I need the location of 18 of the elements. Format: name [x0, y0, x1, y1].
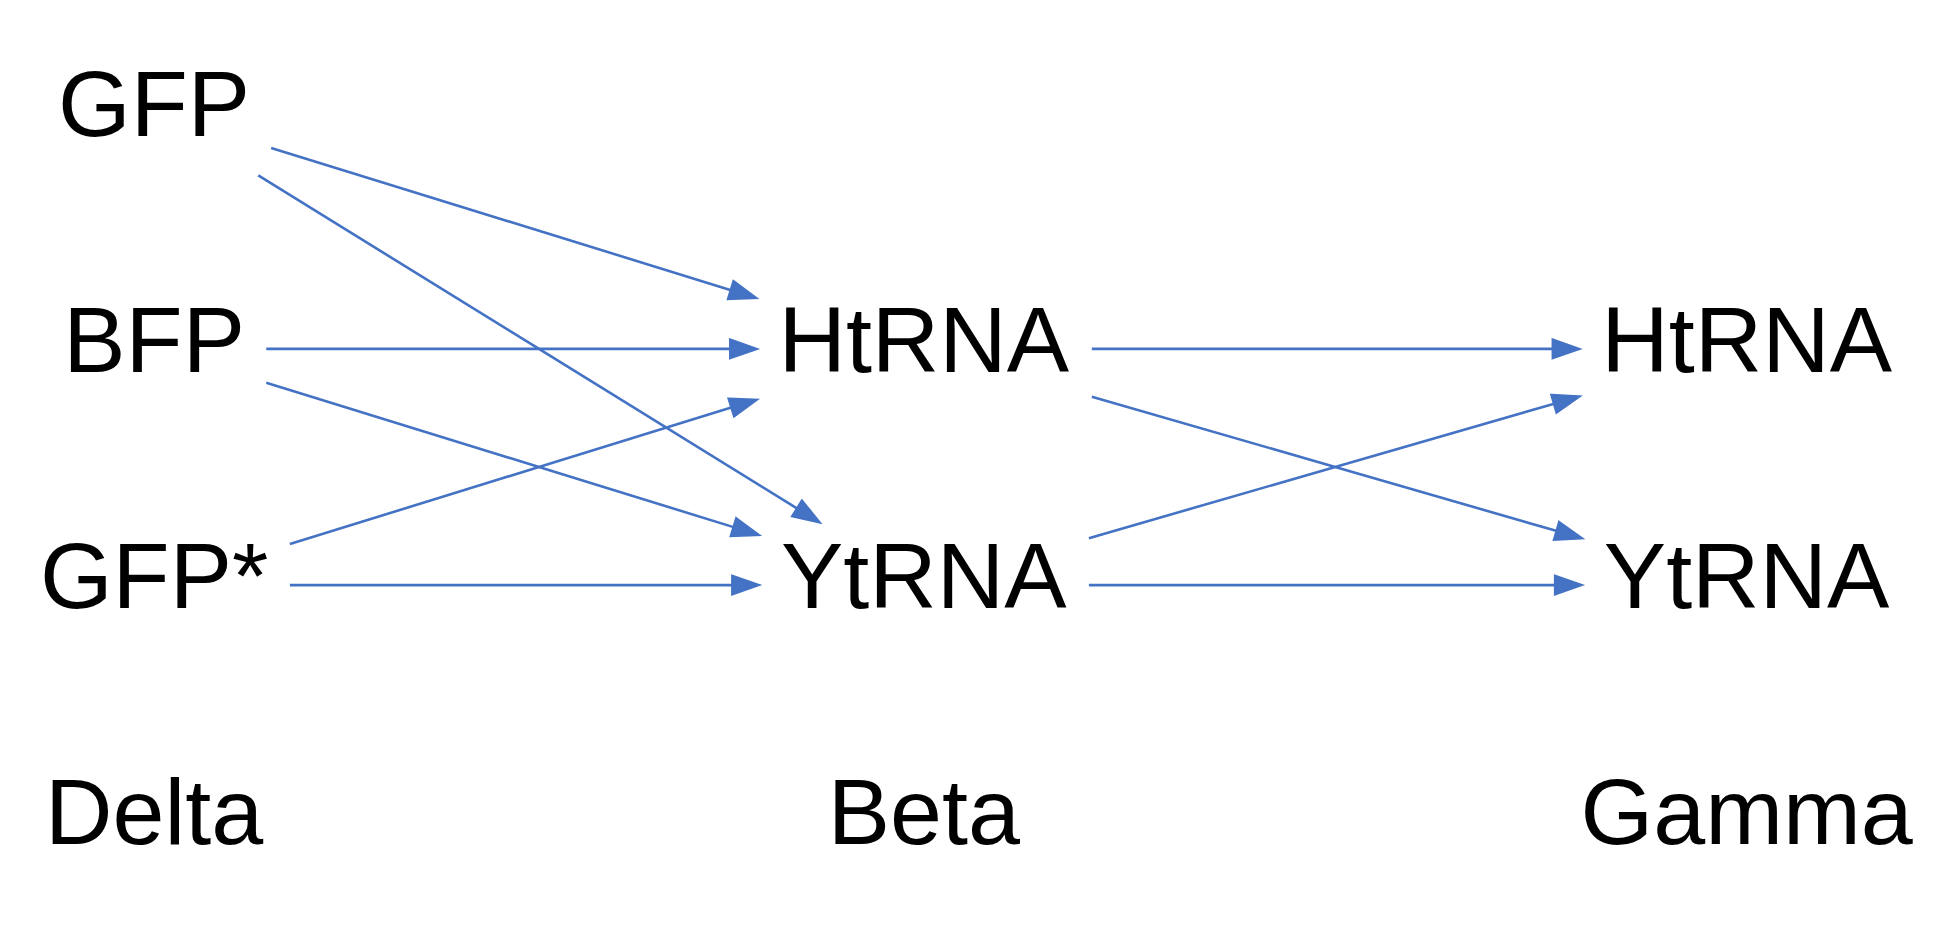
node-text: GFP	[58, 50, 251, 156]
arrow	[265, 381, 763, 538]
node-text: GFP*	[39, 522, 269, 628]
node-text: YtRNA	[781, 522, 1067, 628]
arrow	[1088, 574, 1586, 597]
label: Beta	[827, 759, 1020, 865]
node-text: YtRNA	[1603, 522, 1890, 628]
arrow	[1091, 337, 1583, 360]
node-text: HtRNA	[1601, 286, 1892, 392]
node-text: HtRNA	[778, 286, 1070, 392]
node-text: BFP	[63, 286, 246, 392]
arrow	[266, 337, 761, 360]
arrow	[270, 146, 760, 301]
arrow	[289, 397, 761, 546]
arrow	[257, 174, 823, 525]
arrow	[289, 574, 763, 597]
label: Delta	[45, 759, 264, 865]
label: Gamma	[1580, 759, 1913, 865]
